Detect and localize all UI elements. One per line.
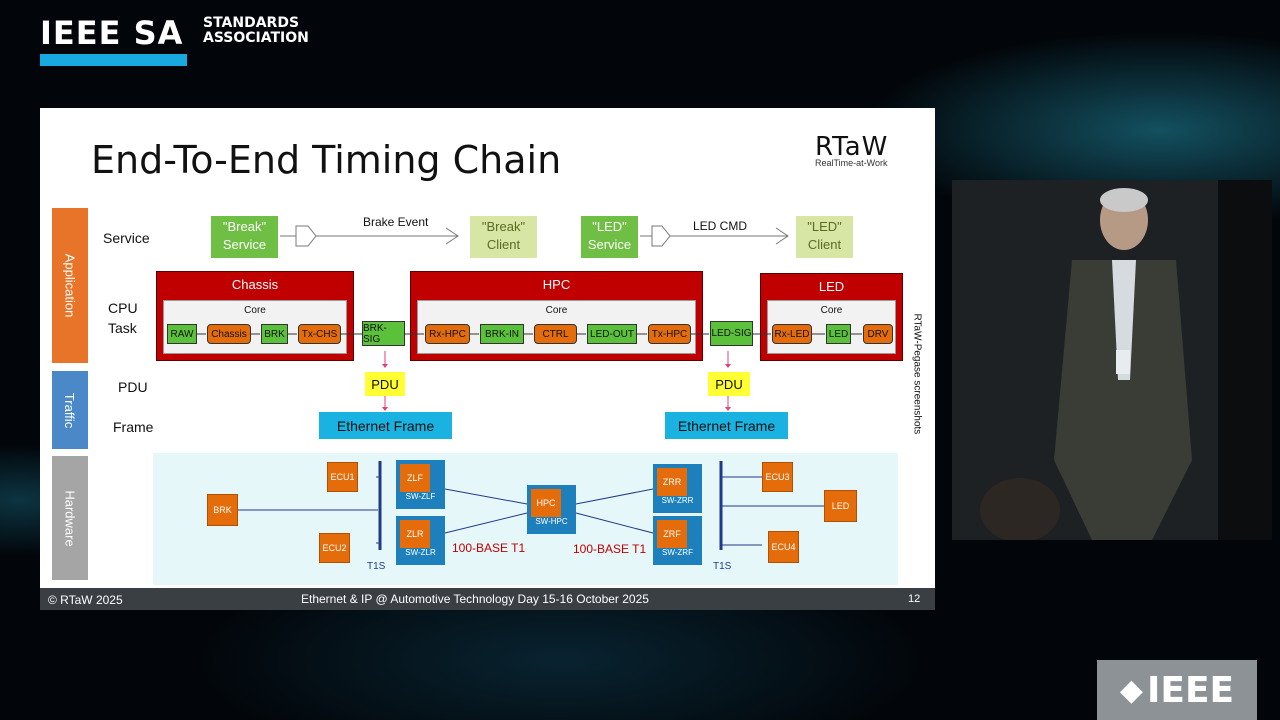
switch-zrr-label: SW-ZRR — [661, 496, 694, 505]
break-client-line1: "Break" — [481, 219, 526, 234]
switch-hpc: HPC SW-HPC — [527, 485, 576, 534]
switch-zrr-name: ZRR — [657, 468, 687, 496]
led-cmd-label: LED CMD — [693, 219, 748, 233]
switch-zrf-label: SW-ZRF — [662, 548, 693, 557]
row-label-cpu: CPU — [108, 300, 138, 316]
ethernet-frame-left: Ethernet Frame — [319, 412, 452, 439]
speaker-silhouette — [952, 180, 1272, 540]
led-service-line2: Service — [587, 237, 632, 252]
footer-event: Ethernet & IP @ Automotive Technology Da… — [301, 592, 649, 606]
footer-copyright: © RTaW 2025 — [48, 593, 123, 607]
row-label-service: Service — [103, 230, 150, 246]
led-client-line1: "LED" — [807, 219, 842, 234]
switch-zlr: ZLR SW-ZLR — [396, 516, 445, 565]
task-drv: DRV — [863, 324, 893, 344]
slide-title: End-To-End Timing Chain — [91, 138, 562, 182]
hw-ecu1: ECU1 — [327, 462, 358, 492]
ieee-sa-logo-subtitle: STANDARDS ASSOCIATION — [203, 16, 309, 46]
row-label-task: Task — [108, 320, 137, 336]
task-led: LED — [826, 324, 851, 344]
switch-zrf: ZRF SW-ZRF — [653, 516, 702, 565]
switch-zlr-label: SW-ZLR — [405, 548, 436, 557]
switch-zlf: ZLF SW-ZLF — [396, 460, 445, 509]
signal-brk-sig: BRK-SIG — [362, 321, 405, 346]
break-service: "Break" Service — [211, 216, 278, 258]
task-brk-in: BRK-IN — [480, 324, 524, 344]
task-brk: BRK — [261, 324, 288, 344]
ecu-hpc-name: HPC — [542, 277, 571, 292]
hardware-links — [238, 461, 824, 550]
bus-label-left: 100-BASE T1 — [452, 541, 526, 555]
chassis-core-label: Core — [244, 305, 266, 316]
led-service-line1: "LED" — [592, 219, 627, 234]
row-label-frame: Frame — [113, 419, 154, 435]
ieee-sa-logo: IEEE SA — [40, 14, 184, 52]
task-tx-chs: Tx-CHS — [298, 324, 341, 344]
rtaw-logo-subtitle: RealTime-at-Work — [815, 158, 888, 168]
led-service: "LED" Service — [581, 216, 638, 258]
layer-traffic: Traffic — [52, 371, 88, 449]
switch-zlf-name: ZLF — [400, 464, 430, 492]
logo-sub-line-1: STANDARDS — [203, 15, 300, 31]
row-label-pdu: PDU — [118, 379, 148, 395]
ethernet-frame-right: Ethernet Frame — [665, 412, 788, 439]
ieee-logo: ◆ IEEE — [1097, 660, 1257, 720]
logo-sub-line-2: ASSOCIATION — [203, 30, 309, 46]
task-rx-hpc: Rx-HPC — [425, 324, 470, 344]
led-client-line2: Client — [807, 237, 842, 252]
slide-footer: © RTaW 2025 Ethernet & IP @ Automotive T… — [40, 588, 935, 610]
led-cmd-arrow — [640, 225, 789, 247]
ieee-logo-text: IEEE — [1146, 669, 1235, 711]
break-client-line2: Client — [486, 237, 521, 252]
hw-ecu4: ECU4 — [768, 531, 799, 563]
pdu-left: PDU — [365, 372, 405, 396]
brake-event-arrow — [280, 225, 459, 247]
hpc-core-label: Core — [545, 305, 568, 316]
switch-zlr-name: ZLR — [400, 520, 430, 548]
task-chassis: Chassis — [207, 324, 251, 344]
hw-ecu3: ECU3 — [762, 462, 793, 492]
pdu-right: PDU — [708, 372, 750, 396]
ecu-chassis: Chassis Core — [156, 271, 354, 361]
signal-led-sig: LED-SIG — [710, 321, 753, 346]
footer-page-number: 12 — [908, 593, 921, 605]
switch-zrf-name: ZRF — [657, 520, 687, 548]
ieee-diamond-icon: ◆ — [1119, 672, 1143, 708]
break-client: "Break" Client — [470, 216, 537, 258]
t1s-label-left: T1S — [367, 561, 386, 572]
hw-brk: BRK — [207, 494, 238, 526]
brake-event-label: Brake Event — [363, 215, 429, 229]
break-service-line2: Service — [222, 237, 267, 252]
task-chain-arrows — [197, 333, 862, 411]
bus-label-right: 100-BASE T1 — [573, 542, 647, 556]
task-raw: RAW — [167, 324, 197, 344]
presentation-slide: End-To-End Timing Chain RTaW RealTime-at… — [40, 108, 935, 610]
led-core-label: Core — [820, 305, 843, 316]
hw-ecu2: ECU2 — [319, 533, 350, 563]
ecu-chassis-name: Chassis — [231, 277, 279, 292]
speaker-video — [952, 180, 1272, 540]
layer-hardware: Hardware — [52, 456, 88, 580]
led-client: "LED" Client — [796, 216, 853, 258]
switch-hpc-name: HPC — [531, 489, 561, 517]
layer-application: Application — [52, 208, 88, 363]
task-ctrl: CTRL — [534, 324, 577, 344]
hw-led: LED — [824, 490, 857, 522]
task-tx-hpc: Tx-HPC — [648, 324, 691, 344]
switch-hpc-label: SW-HPC — [535, 517, 568, 526]
break-service-line1: "Break" — [222, 219, 267, 234]
ecu-led-name: LED — [818, 279, 845, 294]
switch-zlf-label: SW-ZLF — [405, 492, 436, 501]
switch-zrr: ZRR SW-ZRR — [653, 464, 702, 513]
t1s-label-right: T1S — [713, 561, 732, 572]
logo-accent-bar — [40, 54, 187, 66]
task-led-out: LED-OUT — [587, 324, 637, 344]
rtaw-logo: RTaW — [815, 132, 889, 162]
task-rx-led: Rx-LED — [772, 324, 812, 344]
